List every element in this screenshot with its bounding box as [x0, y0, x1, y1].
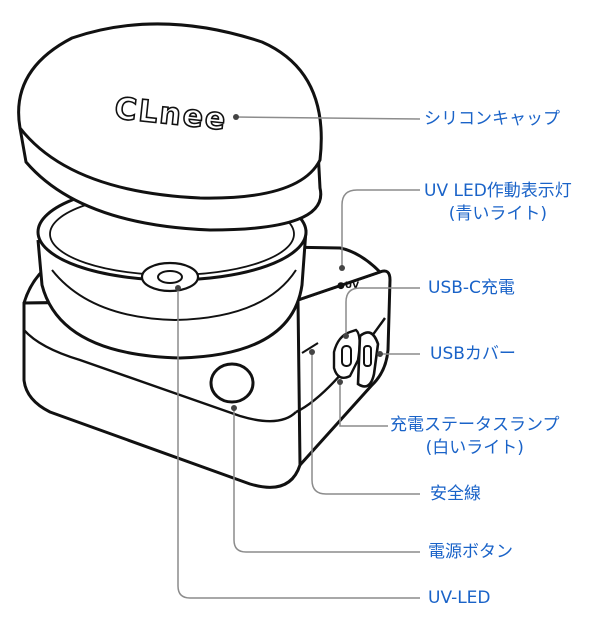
- leader-silicone-cap: [235, 116, 421, 120]
- dot-charge-status-lamp: [337, 379, 343, 385]
- dot-uv-led-indicator: [339, 265, 345, 271]
- label-usb-cover: USBカバー: [430, 344, 516, 364]
- label-power-button: 電源ボタン: [428, 542, 513, 562]
- uv-led-inner: [157, 270, 183, 284]
- usb-c-port: [341, 345, 352, 367]
- callout-usb-c-charge: USB-C充電: [428, 277, 515, 300]
- leader-usb-c-charge: [345, 287, 420, 336]
- callout-power-button: 電源ボタン: [428, 541, 513, 564]
- callout-charge-status-lamp: 充電ステータスランプ (白いライト): [390, 414, 560, 460]
- dot-uv-led: [175, 285, 181, 291]
- leader-lines: [177, 116, 421, 599]
- callout-usb-cover: USBカバー: [430, 343, 516, 366]
- label-uv-led: UV-LED: [428, 588, 491, 608]
- label-usb-c-charge: USB-C充電: [428, 278, 515, 298]
- label-charge-status-lamp-sub: (白いライト): [425, 438, 524, 458]
- power-button: [209, 362, 255, 404]
- leader-dots: [175, 114, 383, 411]
- dot-safety-line: [309, 349, 315, 355]
- callout-uv-led-indicator: UV LED作動表示灯 (青いライト): [424, 180, 572, 226]
- dot-usb-c-charge: [343, 333, 349, 339]
- label-charge-status-lamp: 充電ステータスランプ: [390, 415, 560, 435]
- silicone-cap-top: [17, 22, 323, 200]
- label-uv-led-indicator-sub: (青いライト): [448, 204, 548, 224]
- leader-uv-led: [177, 288, 420, 599]
- label-silicone-cap: シリコンキャップ: [424, 109, 560, 129]
- dot-silicone-cap: [233, 114, 239, 120]
- callout-uv-led: UV-LED: [428, 587, 491, 610]
- uv-dish-floor: [51, 269, 297, 322]
- callout-silicone-cap: シリコンキャップ: [424, 108, 560, 131]
- leader-safety-line: [311, 352, 420, 495]
- leader-uv-led-indicator: [341, 189, 420, 268]
- safety-line-mark: [301, 342, 319, 354]
- dot-usb-cover: [377, 351, 383, 357]
- uv-indicator-label: ●UV: [337, 281, 359, 291]
- base-front-inner-edge: [23, 329, 297, 423]
- usb-cover-tab: [363, 345, 372, 367]
- label-safety-line: 安全線: [430, 484, 481, 504]
- callout-safety-line: 安全線: [430, 483, 481, 506]
- leader-charge-status-lamp: [339, 382, 388, 427]
- label-uv-led-indicator: UV LED作動表示灯: [424, 181, 572, 201]
- dot-power-button: [231, 405, 237, 411]
- leader-power-button: [233, 408, 420, 553]
